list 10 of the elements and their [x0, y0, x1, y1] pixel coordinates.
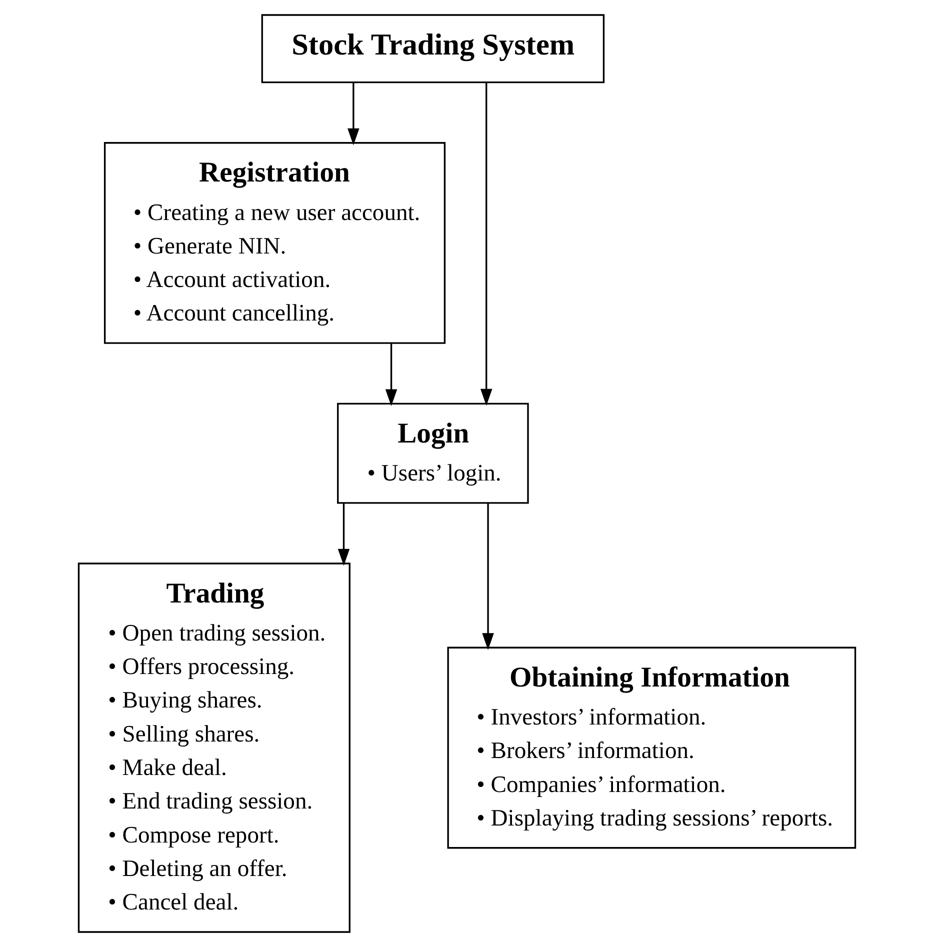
arrow: [347, 82, 359, 146]
node-box: Obtaining Information • Investors’ information. • Brokers’ information. • Companies’ information. • Displaying trading sessions’ reports.: [446, 646, 856, 849]
node-box: Stock Trading System: [260, 14, 604, 84]
arrow: [337, 503, 350, 566]
arrow: [482, 503, 494, 650]
node-box: Trading • Open trading session. • Offers processing. • Buying shares. • Selling shares. • Make deal. • End trading session. • Compose report. • Deleting an offer. • Cancel deal.: [77, 562, 350, 933]
arrow: [480, 82, 492, 406]
node-box: Login • Users’ login.: [336, 402, 528, 504]
arrow: [384, 343, 397, 406]
node-box: Registration • Creating a new user account. • Generate NIN. • Account activation. • Account cancelling.: [103, 142, 446, 344]
